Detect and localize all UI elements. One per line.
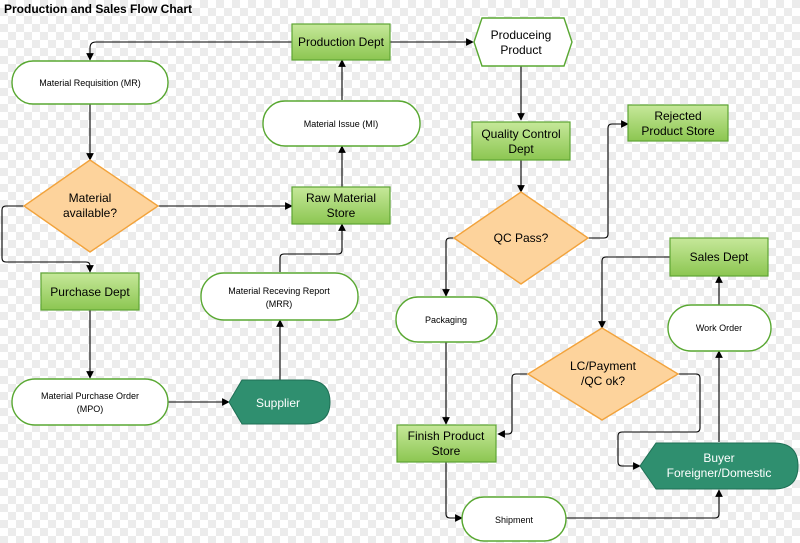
connector-pass-to-rejected xyxy=(588,120,629,239)
node-lc-payment-label-2: /QC ok? xyxy=(581,374,625,388)
node-producing-product-label-2: Product xyxy=(500,43,542,57)
connector-sales-to-lc xyxy=(598,256,670,329)
connector-available-to-purchase xyxy=(1,205,94,273)
node-mpo-label-2: (MPO) xyxy=(77,404,104,414)
node-qc-pass-label: QC Pass? xyxy=(494,231,549,245)
node-buyer-label-1: Buyer xyxy=(703,451,734,465)
connector-lc-to-buyer xyxy=(617,373,701,470)
connector-finish-to-shipment xyxy=(445,462,463,522)
node-material-available: Material available? xyxy=(22,159,160,253)
node-quality-control-label-1: Quality Control xyxy=(481,127,560,141)
node-buyer: Buyer Foreigner/Domestic xyxy=(639,442,799,490)
node-material-available-label-2: available? xyxy=(63,206,117,220)
node-material-requisition-label: Material Requisition (MR) xyxy=(39,78,141,88)
connector-production-to-mr xyxy=(86,41,292,61)
node-mrr-label-2: (MRR) xyxy=(266,299,293,309)
node-raw-material-label-1: Raw Material xyxy=(306,191,376,205)
node-material-available-label-1: Material xyxy=(69,191,112,205)
connector-pass-to-packaging xyxy=(442,237,454,297)
node-shipment-label: Shipment xyxy=(495,515,534,525)
node-production-dept-label: Production Dept xyxy=(298,35,385,49)
node-rejected-product-store: Rejected Product Store xyxy=(627,104,729,142)
node-material-receiving-report: Material Receving Report (MRR) xyxy=(200,272,359,321)
node-material-requisition: Material Requisition (MR) xyxy=(11,60,169,105)
node-sales-dept-label: Sales Dept xyxy=(690,250,749,264)
diagram-title: Production and Sales Flow Chart xyxy=(4,2,193,16)
node-lc-payment-label-1: LC/Payment xyxy=(570,359,637,373)
node-quality-control-label-2: Dept xyxy=(508,142,534,156)
node-quality-control-dept: Quality Control Dept xyxy=(471,121,571,161)
node-mpo-label-1: Material Purchase Order xyxy=(41,391,139,401)
node-mrr-label-1: Material Receving Report xyxy=(228,286,330,296)
node-supplier-label: Supplier xyxy=(256,396,300,410)
node-finish-product-store: Finish Product Store xyxy=(396,424,497,463)
node-qc-pass: QC Pass? xyxy=(452,191,590,285)
node-material-issue-label: Material Issue (MI) xyxy=(304,119,379,129)
node-finish-label-1: Finish Product xyxy=(408,429,485,443)
node-raw-material-store: Raw Material Store xyxy=(291,186,391,225)
node-rejected-label-2: Product Store xyxy=(641,124,715,138)
node-producing-product-label-1: Produceing xyxy=(491,28,552,42)
node-rejected-label-1: Rejected xyxy=(654,109,701,123)
connector-lc-to-finish xyxy=(497,373,528,438)
node-purchase-dept-label: Purchase Dept xyxy=(50,285,130,299)
node-producing-product: Produceing Product xyxy=(473,17,573,67)
node-production-dept: Production Dept xyxy=(291,23,391,61)
node-material-purchase-order: Material Purchase Order (MPO) xyxy=(11,378,169,426)
node-packaging: Packaging xyxy=(395,296,498,343)
node-work-order-label: Work Order xyxy=(696,323,742,333)
connector-mrr-to-raw xyxy=(279,223,346,272)
node-lc-payment: LC/Payment /QC ok? xyxy=(526,327,680,421)
node-buyer-label-2: Foreigner/Domestic xyxy=(667,466,772,480)
node-work-order: Work Order xyxy=(667,304,772,352)
node-material-issue: Material Issue (MI) xyxy=(262,100,421,147)
node-sales-dept: Sales Dept xyxy=(669,237,769,277)
node-supplier: Supplier xyxy=(228,379,331,425)
connectors xyxy=(1,38,723,522)
connector-shipment-to-buyer xyxy=(566,489,723,519)
node-raw-material-label-2: Store xyxy=(327,206,356,220)
node-finish-label-2: Store xyxy=(432,444,461,458)
node-purchase-dept: Purchase Dept xyxy=(40,272,140,311)
node-packaging-label: Packaging xyxy=(425,315,467,325)
node-shipment: Shipment xyxy=(461,496,567,542)
